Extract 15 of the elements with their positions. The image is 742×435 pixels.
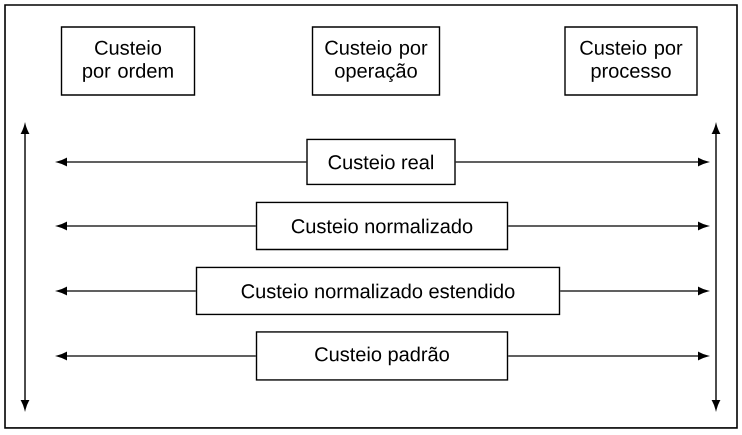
arrow (456, 158, 708, 166)
text-box: Custeio normalizado estendido (196, 266, 560, 316)
text-box: Custeio padrão (256, 331, 508, 381)
arrow (508, 222, 708, 230)
arrow (56, 158, 306, 166)
arrow (508, 352, 708, 360)
text-box: Custeio por operação (312, 26, 440, 96)
text-box: Custeio normalizado (256, 202, 508, 250)
arrow (56, 222, 256, 230)
arrow (56, 352, 256, 360)
text-box: Custeio real (306, 138, 456, 186)
arrow (560, 286, 708, 296)
arrow (56, 286, 196, 296)
text-box: Custeio por ordem (60, 26, 196, 96)
text-box: Custeio por processo (564, 26, 698, 96)
